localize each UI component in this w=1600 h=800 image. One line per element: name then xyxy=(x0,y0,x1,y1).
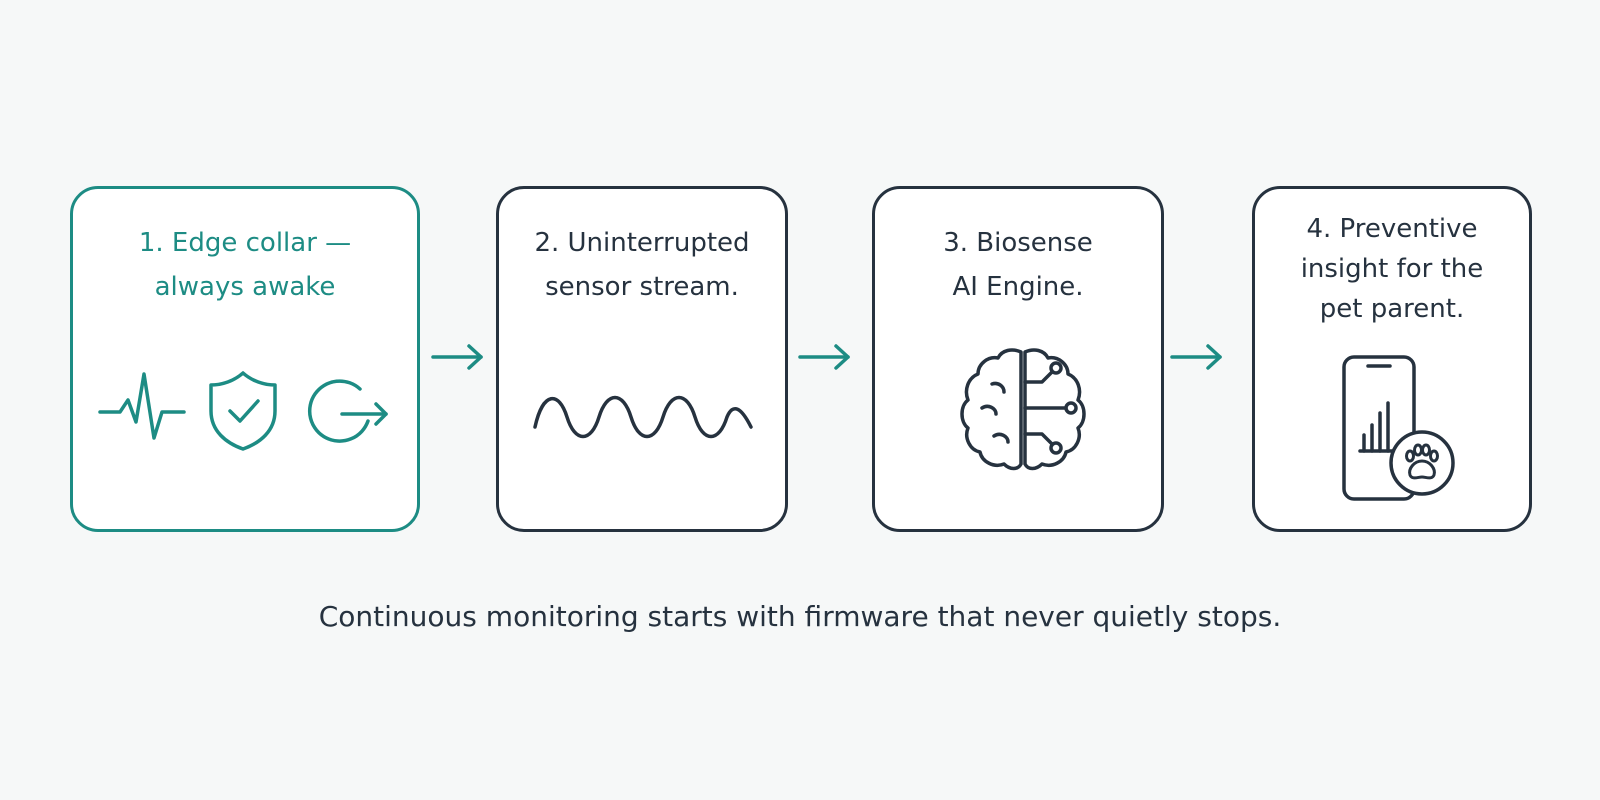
step-title: 1. Edge collar — always awake xyxy=(138,228,352,302)
step-card-ai-engine: 3. Biosense AI Engine. xyxy=(872,186,1164,532)
step-card-edge-collar: 1. Edge collar — always awake xyxy=(70,186,420,532)
arrow-right-icon xyxy=(1170,344,1222,370)
brain-circuit-icon xyxy=(960,348,1086,471)
step-card-preventive-insight: 4. Preventive insight for the pet parent… xyxy=(1252,186,1532,532)
arrow-right-icon xyxy=(431,344,483,370)
step-card-sensor-stream: 2. Uninterrupted sensor stream. xyxy=(496,186,788,532)
heartbeat-icon xyxy=(98,372,186,440)
phone-paw-icon xyxy=(1342,355,1455,501)
diagram-caption: Continuous monitoring starts with firmwa… xyxy=(318,600,1282,633)
step-title: 2. Uninterrupted sensor stream. xyxy=(534,228,750,302)
step-title: 4. Preventive insight for the pet parent… xyxy=(1300,214,1484,324)
sine-wave-icon xyxy=(533,395,753,439)
shield-check-icon xyxy=(209,371,277,451)
restart-arrow-icon xyxy=(307,379,388,443)
arrow-right-icon xyxy=(798,344,850,370)
step-title: 3. Biosense AI Engine. xyxy=(943,228,1093,302)
